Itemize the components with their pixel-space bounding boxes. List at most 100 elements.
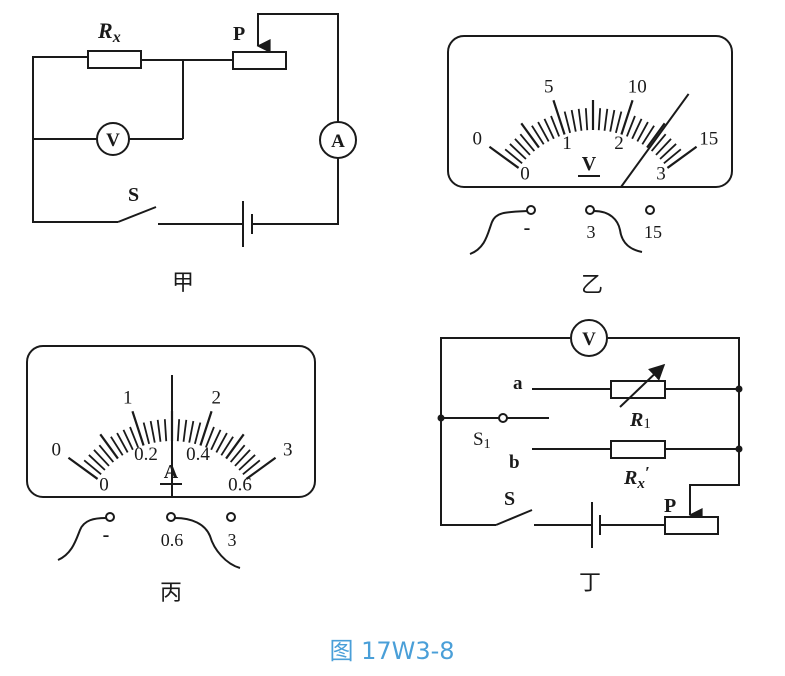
contact-a-label: a [513, 373, 523, 394]
ammeter-inner-label-3: 0.6 [228, 474, 252, 495]
ammeter-terminals: - 0.6 3 [57, 512, 241, 569]
voltmeter-inner-label-1: 1 [562, 133, 572, 154]
voltmeter-tick-28 [659, 143, 677, 160]
figure-caption: 图 17W3-8 [329, 637, 454, 665]
voltmeter-tick-19 [615, 111, 623, 134]
terminal-15v[interactable] [645, 205, 655, 215]
r1-label: R1 [629, 409, 651, 432]
ammeter-tick-26 [229, 444, 246, 463]
voltmeter-tick-6 [531, 125, 545, 145]
selector-switch-pivot[interactable] [498, 413, 508, 423]
switch-s-label: S [128, 184, 139, 206]
lead-wire-3v [593, 210, 643, 253]
voltmeter-jia [96, 122, 130, 156]
variable-resistor-arrow[interactable] [619, 363, 666, 408]
switch-s-blade[interactable] [117, 206, 157, 223]
voltmeter-unit-symbol: V [582, 153, 597, 175]
voltmeter-outer-label-2: 10 [628, 77, 647, 98]
ammeter-tick-20 [199, 410, 213, 446]
ammeter-outer-label-0: 0 [52, 440, 62, 461]
voltmeter-tick-8 [543, 118, 555, 140]
voltmeter-tick-3 [514, 138, 531, 156]
switch-s-ding-label: S [504, 488, 515, 510]
ammeter-tick-19 [194, 422, 202, 445]
terminal-negative[interactable] [526, 205, 536, 215]
voltmeter-tick-14 [584, 108, 589, 131]
slider-p-label: P [233, 23, 245, 45]
resistor-rx [87, 50, 142, 69]
panel-label-yi: 乙 [581, 273, 603, 298]
switch-s-ding-blade[interactable] [495, 509, 533, 526]
terminal-3a-label: 3 [228, 530, 237, 550]
voltmeter-outer-label-3: 15 [699, 129, 718, 150]
rheostat-ding [664, 516, 719, 535]
terminal-negative-a[interactable] [105, 512, 115, 522]
ammeter-inner-label-1: 0.2 [134, 444, 158, 465]
ammeter-tick-22 [210, 429, 222, 451]
voltmeter-tick-18 [609, 109, 616, 132]
junction-a [735, 385, 743, 393]
rheostat [232, 51, 287, 70]
circuit-jia: Rx P V A S 甲 [32, 13, 357, 296]
ammeter-tick-27 [234, 449, 251, 467]
voltmeter-tick-21 [626, 115, 636, 137]
voltmeter-tick-11 [563, 111, 571, 134]
ammeter-inner-label-0: 0 [99, 474, 109, 495]
ammeter-tick-11 [142, 422, 150, 445]
voltmeter-tick-5 [520, 122, 540, 149]
panel-label-ding: 丁 [579, 571, 601, 596]
contact-b-label: b [509, 452, 520, 473]
voltmeter-tick-2 [509, 143, 527, 160]
voltmeter-ding-symbol: V [582, 329, 596, 350]
ammeter-jia-symbol: A [331, 131, 345, 152]
voltmeter-tick-27 [655, 138, 672, 156]
terminal-0-6a[interactable] [166, 512, 176, 522]
voltmeter-inner-label-0: 0 [520, 163, 530, 184]
voltmeter-tick-25 [646, 122, 666, 149]
ammeter-tick-9 [129, 426, 139, 448]
terminal-negative-a-label: - [103, 524, 110, 546]
lead-wire-0-6a [174, 517, 241, 569]
wire-top-right [608, 337, 740, 505]
ammeter-tick-21 [205, 426, 215, 448]
ammeter-tick-7 [116, 432, 129, 453]
ammeter-tick-30 [245, 456, 277, 480]
voltmeter-ding [570, 319, 608, 357]
ammeter-outer-label-3: 3 [283, 440, 293, 461]
voltmeter-needle [620, 93, 690, 188]
ammeter-unit-symbol: A [164, 461, 179, 483]
terminal-negative-label: - [524, 217, 531, 239]
voltmeter-tick-22 [631, 118, 643, 140]
resistor-rx-prime [610, 440, 666, 459]
ammeter-tick-6 [110, 436, 124, 456]
voltmeter-tick-20 [620, 99, 634, 135]
voltmeter-tick-24 [641, 125, 655, 145]
lead-wire-negative [469, 210, 529, 255]
ammeter-outer-label-2: 2 [211, 388, 221, 409]
terminal-15v-label: 15 [644, 222, 662, 242]
ammeter-tick-0 [67, 456, 99, 480]
voltmeter-terminals: - 3 15 [469, 205, 662, 255]
voltmeter-tick-16 [597, 108, 602, 131]
voltmeter-tick-0 [488, 145, 520, 169]
panel-label-jia: 甲 [172, 271, 194, 296]
ammeter-tick-4 [98, 444, 115, 463]
ammeter-tick-24 [220, 436, 234, 456]
ammeter-tick-8 [122, 429, 134, 451]
resistor-rx-label: Rx [97, 18, 121, 46]
voltmeter-tick-30 [666, 145, 698, 169]
ammeter-tick-23 [215, 432, 228, 453]
voltmeter-tick-17 [603, 108, 609, 131]
ammeter-inner-label-2: 0.4 [186, 444, 210, 465]
voltmeter-tick-13 [577, 108, 583, 131]
ammeter-outer-label-1: 1 [123, 388, 133, 409]
ammeter-tick-16 [176, 419, 181, 442]
voltmeter-outer-label-0: 0 [473, 129, 483, 150]
voltmeter-tick-10 [552, 99, 566, 135]
ammeter-tick-3 [93, 449, 110, 467]
ammeter-tick-10 [131, 410, 145, 446]
terminal-3v[interactable] [585, 205, 595, 215]
terminal-3a[interactable] [226, 512, 236, 522]
